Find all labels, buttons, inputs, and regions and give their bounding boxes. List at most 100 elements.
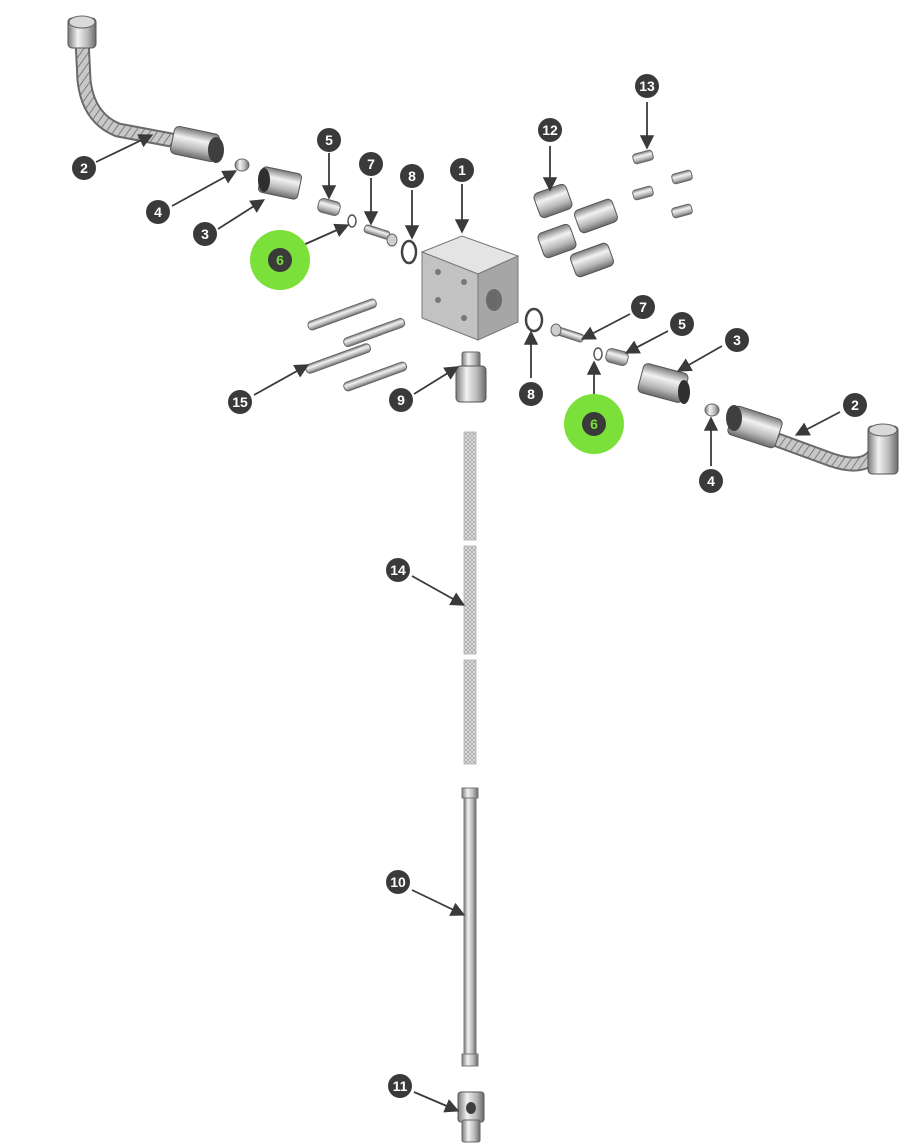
callout-badge — [400, 164, 424, 188]
leader-c7b — [580, 313, 631, 340]
small-screws — [632, 149, 693, 219]
callout-c7b: 7 — [631, 295, 655, 319]
oring-left — [400, 239, 418, 265]
callout-badge — [72, 156, 96, 180]
screw-right — [550, 323, 585, 343]
bottom-nut — [457, 1091, 485, 1143]
callout-c12: 12 — [538, 118, 562, 142]
callout-label: 8 — [408, 168, 416, 184]
callout-c3b: 3 — [725, 328, 749, 352]
callout-badge — [582, 412, 606, 436]
callout-c10: 10 — [386, 870, 410, 894]
plug-left — [234, 158, 250, 172]
screw-left — [363, 224, 398, 247]
callout-c6b: 6 — [582, 412, 606, 436]
callout-label: 5 — [325, 132, 333, 148]
callout-c8a: 8 — [400, 164, 424, 188]
callout-c8b: 8 — [519, 382, 543, 406]
callout-label: 14 — [390, 562, 406, 578]
callout-c4b: 4 — [699, 469, 723, 493]
callout-badge — [228, 390, 252, 414]
callout-c5b: 5 — [670, 312, 694, 336]
mesh-filter — [463, 431, 477, 765]
pin-right — [605, 348, 629, 366]
callout-badge — [450, 158, 474, 182]
plug-right — [704, 403, 720, 417]
leader-c11 — [413, 1091, 460, 1113]
leader-c10 — [411, 889, 466, 916]
callout-label: 1 — [458, 162, 466, 178]
dip-tube — [461, 787, 479, 1067]
callout-c5a: 5 — [317, 128, 341, 152]
adapter-left — [257, 166, 303, 200]
callout-badge — [635, 74, 659, 98]
small-oring-right — [593, 347, 603, 361]
callout-badge — [699, 469, 723, 493]
callout-label: 8 — [527, 386, 535, 402]
callout-label: 2 — [80, 160, 88, 176]
leader-c15 — [253, 364, 310, 396]
callout-c14: 14 — [386, 558, 410, 582]
callout-label: 3 — [733, 332, 741, 348]
callout-label: 12 — [542, 122, 558, 138]
hose-right — [726, 405, 899, 475]
callout-label: 9 — [397, 392, 405, 408]
standoffs — [533, 183, 618, 278]
callout-badge — [359, 152, 383, 176]
leader-c14 — [411, 575, 466, 606]
callout-c9: 9 — [389, 388, 413, 412]
callout-c4a: 4 — [146, 200, 170, 224]
callout-label: 15 — [232, 394, 248, 410]
bottom-fitting — [455, 351, 487, 403]
leader-c5b — [624, 330, 669, 354]
callout-badge — [386, 558, 410, 582]
callout-c2b: 2 — [843, 393, 867, 417]
callout-c13: 13 — [635, 74, 659, 98]
leader-c2a — [95, 134, 154, 163]
callout-label: 4 — [707, 473, 715, 489]
callout-c6a: 6 — [268, 248, 292, 272]
callout-badge — [725, 328, 749, 352]
callout-badge — [538, 118, 562, 142]
leader-c3a — [217, 199, 266, 230]
callout-badge — [317, 128, 341, 152]
callout-badge — [843, 393, 867, 417]
callout-label: 5 — [678, 316, 686, 332]
callout-c1: 1 — [450, 158, 474, 182]
callout-c7a: 7 — [359, 152, 383, 176]
callout-label: 6 — [590, 416, 598, 432]
callout-badge — [388, 1074, 412, 1098]
callout-badge — [386, 870, 410, 894]
callout-label: 7 — [639, 299, 647, 315]
leader-c2b — [794, 411, 841, 436]
pin-left — [317, 198, 341, 216]
callout-label: 7 — [367, 156, 375, 172]
callout-label: 2 — [851, 397, 859, 413]
callout-badge — [268, 248, 292, 272]
manifold-block — [420, 235, 520, 341]
callout-c15: 15 — [228, 390, 252, 414]
callout-badge — [519, 382, 543, 406]
leader-c9 — [413, 366, 460, 395]
callout-c3a: 3 — [193, 222, 217, 246]
callout-label: 13 — [639, 78, 655, 94]
leader-lines — [95, 102, 841, 1113]
callout-c11: 11 — [388, 1074, 412, 1098]
callout-badge — [631, 295, 655, 319]
callout-badge — [146, 200, 170, 224]
callout-label: 3 — [201, 226, 209, 242]
callout-badge — [389, 388, 413, 412]
callout-c2a: 2 — [72, 156, 96, 180]
callout-label: 6 — [276, 252, 284, 268]
callout-label: 10 — [390, 874, 406, 890]
adapter-right — [637, 363, 690, 404]
long-bolts — [305, 298, 408, 392]
oring-right — [524, 307, 544, 333]
callout-badge — [670, 312, 694, 336]
leader-c4a — [171, 170, 238, 207]
hose-left — [67, 15, 224, 163]
small-oring-left — [347, 214, 357, 228]
callout-label: 4 — [154, 204, 162, 220]
